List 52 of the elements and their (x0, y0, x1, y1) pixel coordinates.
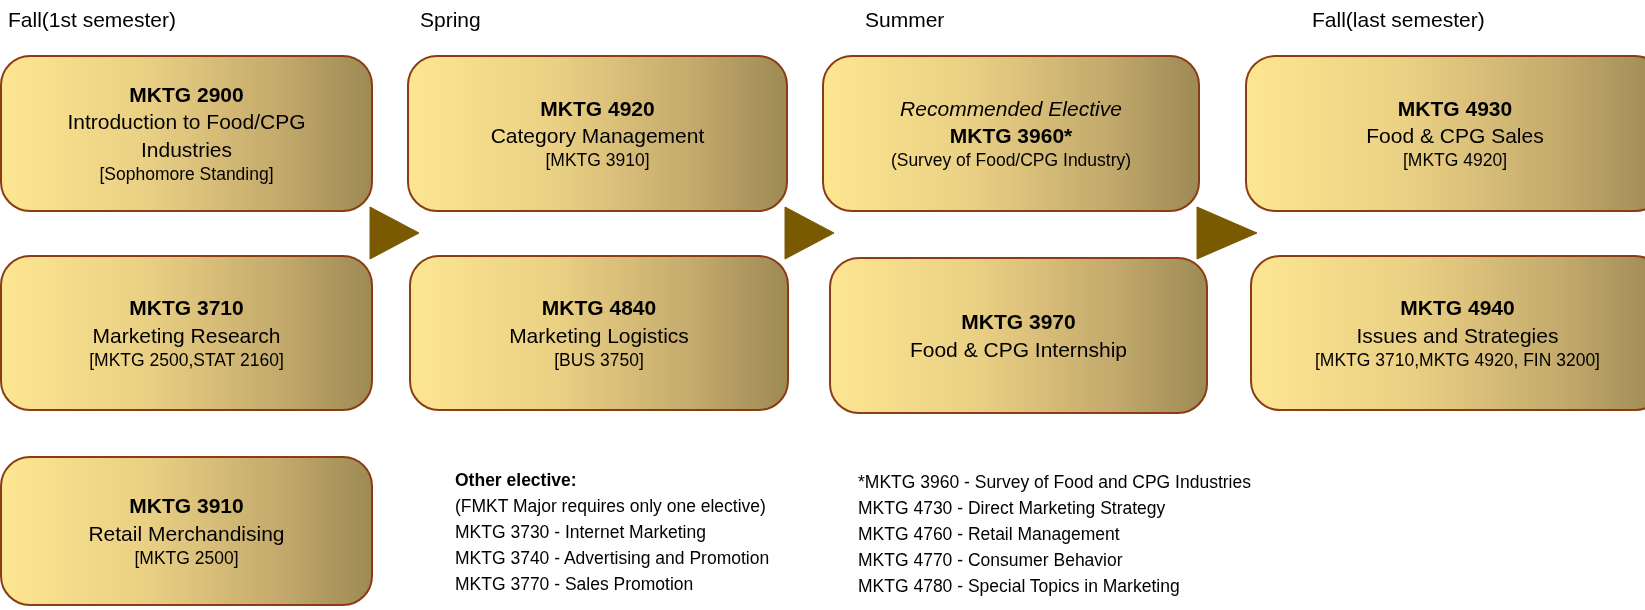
course-text: Category Management (490, 123, 705, 150)
course-code: MKTG 3970 (961, 309, 1076, 336)
course-text: Recommended Elective (900, 95, 1122, 122)
semester-heading: Fall(last semester) (1312, 8, 1485, 32)
semester-heading: Spring (420, 8, 481, 32)
course-box (0, 55, 373, 212)
semester-heading: Summer (865, 8, 945, 32)
course-text: [Sophomore Standing] (99, 163, 274, 186)
course-code: MKTG 4930 (1397, 95, 1513, 122)
elective-note: MKTG 4760 - Retail Management (858, 524, 1120, 545)
course-box (407, 55, 788, 212)
course-text: [MKTG 3710,MKTG 4920, FIN 3200] (1315, 348, 1600, 372)
course-code: MKTG 3710 (129, 295, 244, 322)
course-code: MKTG 4920 (540, 95, 655, 122)
course-code: MKTG 4940 (1400, 295, 1515, 322)
elective-note: *MKTG 3960 - Survey of Food and CPG Industries (858, 472, 1251, 493)
elective-note: MKTG 3740 - Advertising and Promotion (455, 548, 770, 569)
course-text: [MKTG 3910] (545, 149, 650, 173)
elective-note: MKTG 4780 - Special Topics in Marketing (858, 576, 1180, 597)
course-box (1245, 55, 1645, 212)
list-heading: Other elective: (455, 470, 577, 491)
course-text: Marketing Logistics (509, 322, 689, 349)
course-text: [MKTG 2500,STAT 2160] (89, 348, 284, 372)
course-text: [BUS 3750] (554, 348, 644, 372)
course-text: Issues and Strategies (1356, 322, 1559, 349)
course-box (829, 257, 1208, 414)
course-box (0, 255, 373, 411)
arrow (369, 206, 420, 260)
course-text: Food & CPG Sales (1366, 123, 1544, 150)
course-text: Retail Merchandising (88, 520, 285, 547)
arrow (784, 206, 835, 260)
semester-heading: Fall(1st semester) (8, 8, 177, 32)
elective-note: MKTG 4730 - Direct Marketing Strategy (858, 498, 1166, 519)
course-box (0, 456, 373, 606)
course-text: Food & CPG Internship (909, 336, 1128, 363)
course-box (1250, 255, 1645, 411)
elective-note: MKTG 4770 - Consumer Behavior (858, 550, 1123, 571)
course-text: (Survey of Food/CPG Industry) (890, 149, 1132, 173)
course-code: MKTG 4840 (541, 295, 657, 322)
course-box (822, 55, 1200, 212)
elective-note: MKTG 3770 - Sales Promotion (455, 574, 694, 595)
course-text: [MKTG 2500] (134, 546, 239, 570)
course-code: MKTG 3960* (949, 123, 1073, 150)
course-box (409, 255, 789, 411)
elective-note: (FMKT Major requires only one elective) (455, 496, 766, 517)
course-code: MKTG 2900 (129, 82, 244, 109)
course-code: MKTG 3910 (129, 493, 244, 520)
elective-note: MKTG 3730 - Internet Marketing (455, 522, 706, 543)
course-text: Introduction to Food/CPG Industries (66, 109, 307, 163)
arrow (1196, 206, 1258, 260)
course-text: Marketing Research (92, 322, 281, 349)
course-text: [MKTG 4920] (1402, 149, 1508, 173)
